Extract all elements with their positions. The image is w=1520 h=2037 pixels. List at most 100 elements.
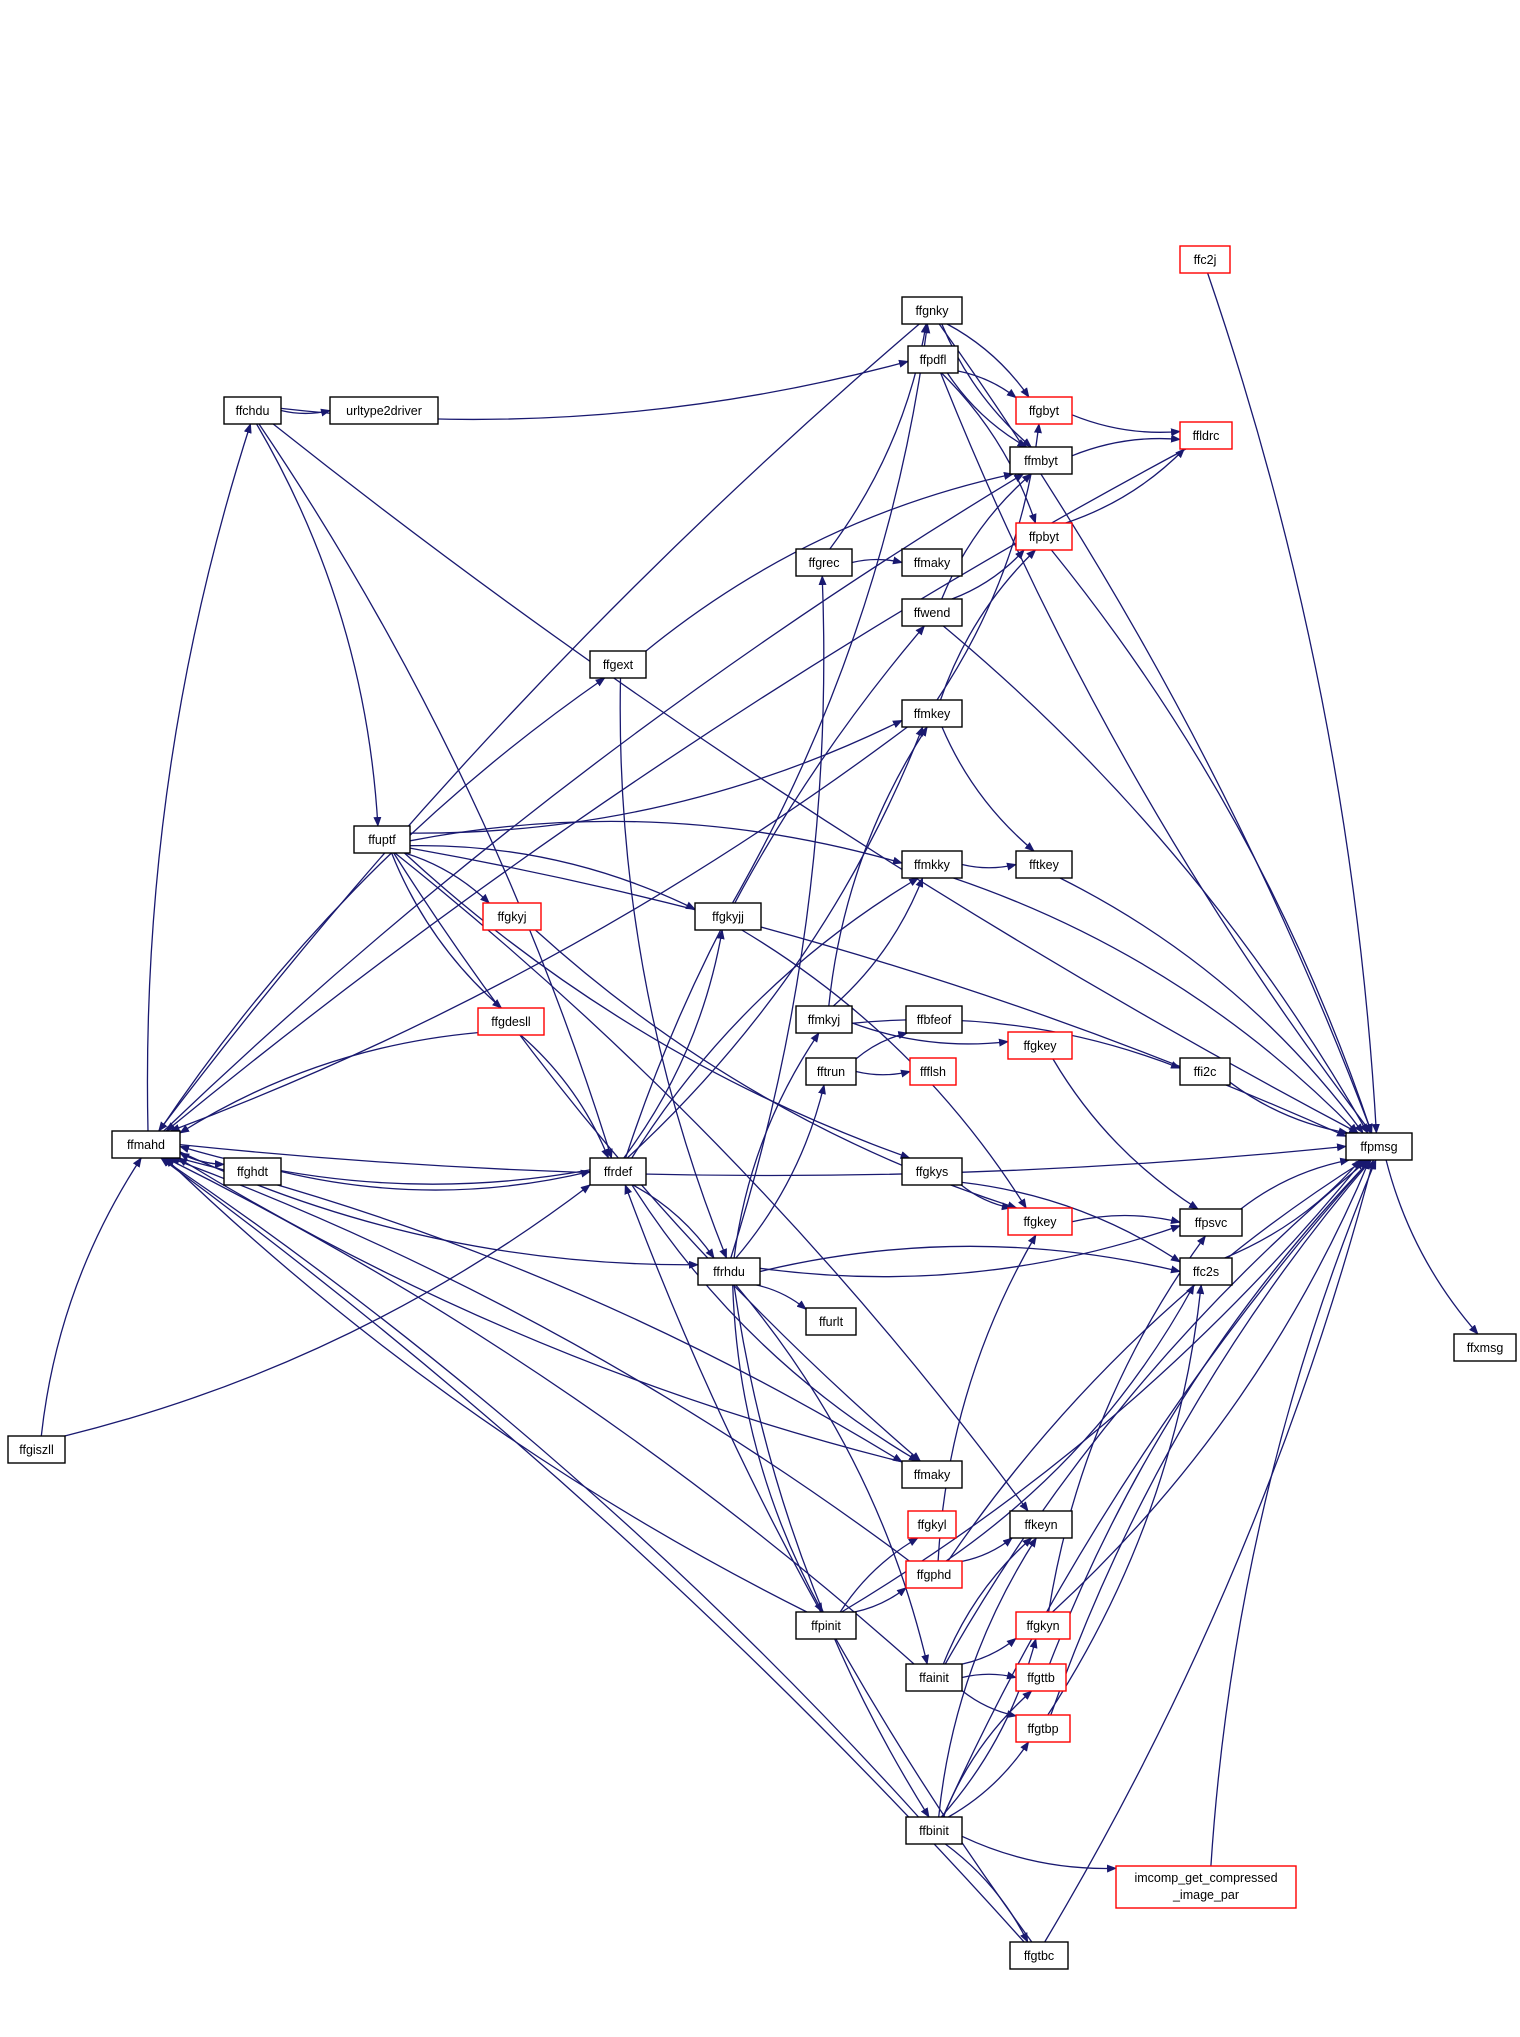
node-ffmbyt[interactable]: ffmbyt — [1009, 446, 1073, 475]
node-box — [1009, 1510, 1073, 1539]
node-ffpinit[interactable]: ffpinit — [795, 1611, 857, 1640]
edge-ffainit-to-ffgkyn — [961, 1637, 1017, 1665]
node-ffgttb[interactable]: ffgttb — [1015, 1663, 1067, 1692]
node-box — [1009, 1941, 1069, 1970]
node-ffmkey[interactable]: ffmkey — [901, 699, 963, 728]
node-ffgkys[interactable]: ffgkys — [901, 1157, 963, 1186]
node-ffwend[interactable]: ffwend — [901, 598, 963, 627]
edge-ffmkyj-to-ffi2c — [851, 1018, 1181, 1069]
node-label: ffgkys — [916, 1165, 948, 1179]
edge-ffrdef-to-ffmkky — [631, 877, 920, 1159]
node-ffgnky[interactable]: ffgnky — [901, 296, 963, 325]
node-ffgkyl[interactable]: ffgkyl — [907, 1510, 957, 1539]
node-box — [1115, 1865, 1297, 1909]
node-label: imcomp_get_compressed — [1134, 1871, 1277, 1885]
node-label: ffmahd — [127, 1138, 165, 1152]
node-ffgphd[interactable]: ffgphd — [905, 1560, 963, 1589]
node-label: fftkey — [1029, 858, 1059, 872]
node-label: ffwend — [914, 606, 951, 620]
node-ffpmsg[interactable]: ffpmsg — [1345, 1132, 1413, 1161]
node-box — [1009, 446, 1073, 475]
node-box — [901, 296, 963, 325]
node-ffgiszll[interactable]: ffgiszll — [7, 1435, 66, 1464]
node-ffgdesll[interactable]: ffgdesll — [477, 1007, 545, 1036]
node-ffmaky_bot[interactable]: ffmaky — [901, 1460, 963, 1489]
node-ffurlt[interactable]: ffurlt — [805, 1307, 857, 1336]
edge-ffpsvc-to-ffpmsg — [1240, 1157, 1351, 1210]
node-ffgkyn[interactable]: ffgkyn — [1015, 1611, 1071, 1640]
edge-ffmahd-to-ffpmsg — [179, 1143, 1347, 1177]
node-ffc2s[interactable]: ffc2s — [1179, 1257, 1233, 1286]
node-label: ffgbyt — [1029, 404, 1060, 418]
edge-ffc2j-to-ffpmsg — [1206, 272, 1380, 1134]
edge-ffrhdu-to-ffainit — [735, 1284, 930, 1665]
node-ffghdt[interactable]: ffghdt — [223, 1157, 282, 1186]
node-ffrdef[interactable]: ffrdef — [589, 1157, 647, 1186]
node-ffldrc[interactable]: ffldrc — [1179, 421, 1233, 450]
node-ffrhdu[interactable]: ffrhdu — [697, 1257, 761, 1286]
edge-ffuptf-to-ffmaky_bot — [393, 852, 922, 1462]
node-ffi2c[interactable]: ffi2c — [1179, 1057, 1231, 1086]
edge-ffrhdu-to-ffpinit — [732, 1284, 823, 1613]
node-ffbfeof[interactable]: ffbfeof — [905, 1005, 963, 1034]
node-label: ffpbyt — [1029, 530, 1060, 544]
edge-ffchdu-to-ffrdef — [258, 423, 613, 1159]
node-box — [1345, 1132, 1413, 1161]
node-box — [1015, 396, 1073, 425]
node-ffgkey_mid[interactable]: ffgkey — [1007, 1031, 1073, 1060]
node-ffmahd[interactable]: ffmahd — [111, 1130, 181, 1159]
node-fftrun[interactable]: fftrun — [805, 1057, 857, 1086]
node-ffgtbc[interactable]: ffgtbc — [1009, 1941, 1069, 1970]
node-ffuptf[interactable]: ffuptf — [353, 825, 411, 854]
node-box — [907, 1510, 957, 1539]
node-ffpbyt[interactable]: ffpbyt — [1015, 522, 1073, 551]
edge-ffmahd-to-ffmaky_bot — [178, 1157, 903, 1463]
node-ffpdfl[interactable]: ffpdfl — [907, 345, 959, 374]
node-label: ffxmsg — [1467, 1341, 1504, 1355]
node-box — [223, 1157, 282, 1186]
edge-ffgtbc-to-ffpmsg — [1044, 1159, 1375, 1943]
node-ffgkyjj[interactable]: ffgkyjj — [694, 902, 762, 931]
node-fftkey[interactable]: fftkey — [1015, 850, 1073, 879]
node-label: ffmkky — [914, 858, 951, 872]
node-label: ffpdfl — [920, 353, 947, 367]
edge-ffmahd-to-ffchdu — [146, 423, 252, 1132]
node-ffgkey_low[interactable]: ffgkey — [1007, 1207, 1073, 1236]
node-ffkeyn[interactable]: ffkeyn — [1009, 1510, 1073, 1539]
node-box — [329, 396, 439, 425]
node-box — [223, 396, 282, 425]
node-ffmkyj[interactable]: ffmkyj — [795, 1005, 853, 1034]
node-ffpsvc[interactable]: ffpsvc — [1179, 1208, 1243, 1237]
node-ffgtbp[interactable]: ffgtbp — [1015, 1714, 1071, 1743]
edge-ffgnky-to-ffmahd — [158, 323, 920, 1132]
node-label: ffgkey — [1023, 1039, 1057, 1053]
edge-ffgnky-to-ffmbyt — [941, 323, 1032, 448]
edge-ffrdef-to-ffrhdu — [632, 1184, 715, 1259]
node-ffgrec[interactable]: ffgrec — [795, 548, 853, 577]
node-ffgkyj[interactable]: ffgkyj — [482, 902, 542, 931]
node-ffgext[interactable]: ffgext — [589, 650, 647, 679]
edge-ffainit-to-ffkeyn — [942, 1537, 1033, 1665]
edge-ffmkyj-to-ffmkey — [828, 726, 928, 1007]
node-ffflsh[interactable]: ffflsh — [909, 1057, 957, 1086]
edge-ffainit-to-ffgtbp — [961, 1690, 1017, 1718]
edge-ffgkys-to-ffc2s — [961, 1181, 1181, 1263]
edge-ffrdef-to-ffgkyjj — [623, 929, 725, 1159]
node-box — [1015, 1714, 1071, 1743]
edge-ffgphd-to-ffc2s — [945, 1284, 1195, 1562]
node-ffmkky[interactable]: ffmkky — [901, 850, 963, 879]
node-box — [694, 902, 762, 931]
node-ffxmsg[interactable]: ffxmsg — [1453, 1333, 1517, 1362]
node-ffbinit[interactable]: ffbinit — [905, 1816, 963, 1845]
node-ffgbyt[interactable]: ffgbyt — [1015, 396, 1073, 425]
node-ffmaky_top[interactable]: ffmaky — [901, 548, 963, 577]
edge-ffc2s-to-ffpmsg — [1224, 1159, 1361, 1259]
node-ffchdu[interactable]: ffchdu — [223, 396, 282, 425]
edge-ffmkky-to-fftkey — [961, 862, 1017, 871]
edge-ffgkys-to-ffgkey_low — [960, 1184, 1012, 1211]
node-ffainit[interactable]: ffainit — [905, 1663, 963, 1692]
node-ffc2j[interactable]: ffc2j — [1179, 245, 1231, 274]
node-box — [905, 1663, 963, 1692]
node-urltype2driver[interactable]: urltype2driver — [329, 396, 439, 425]
node-imcomp[interactable]: imcomp_get_compressed_image_par — [1115, 1865, 1297, 1909]
